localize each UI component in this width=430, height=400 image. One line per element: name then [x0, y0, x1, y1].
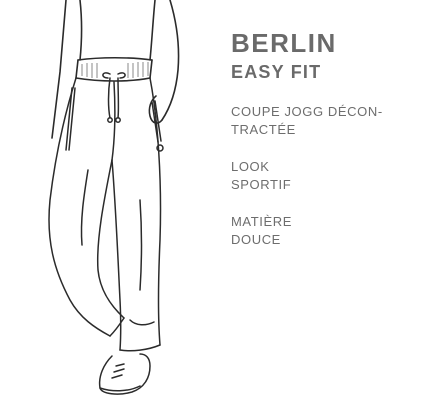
feature-list: COUPE JOGG DÉCON- TRACTÉE LOOK SPORTIF M… — [231, 103, 426, 249]
feature-line: SPORTIF — [231, 177, 292, 192]
feature-line: DOUCE — [231, 232, 281, 247]
drawstring-left — [107, 77, 111, 119]
torso-left-outline — [79, 0, 83, 61]
waistband-top — [77, 56, 153, 61]
waistband-right-edge — [149, 59, 153, 79]
feature-line: MATIÈRE — [231, 214, 293, 229]
center-seam — [111, 81, 116, 161]
product-info: BERLIN EASY FIT COUPE JOGG DÉCON- TRACTÉ… — [231, 28, 426, 268]
drawstring-bow — [102, 72, 126, 79]
left-hem — [109, 317, 125, 337]
feature-item: COUPE JOGG DÉCON- TRACTÉE — [231, 103, 426, 139]
feature-line: COUPE JOGG DÉCON- — [231, 104, 383, 119]
feature-item: LOOK SPORTIF — [231, 158, 426, 194]
model-name: BERLIN — [231, 28, 337, 58]
left-leg-outer — [48, 77, 111, 337]
trousers-illustration — [48, 0, 180, 395]
sneaker-outline — [98, 353, 151, 395]
torso-right-outline — [149, 0, 156, 61]
feature-item: MATIÈRE DOUCE — [231, 213, 426, 249]
right-leg-outer — [149, 77, 162, 346]
feature-line: LOOK — [231, 159, 270, 174]
zip-pull — [156, 144, 164, 152]
left-leg-inner — [96, 159, 125, 319]
left-pocket-zip — [65, 87, 73, 151]
waistband-bottom — [75, 77, 151, 82]
right-arm-outline — [161, 0, 180, 121]
fit-name: EASY FIT — [231, 62, 322, 82]
feature-line: TRACTÉE — [231, 122, 296, 137]
right-hem — [119, 344, 161, 352]
waistband-left-edge — [75, 59, 79, 79]
left-arm-outline — [51, 0, 67, 139]
right-leg-inner — [111, 159, 122, 351]
